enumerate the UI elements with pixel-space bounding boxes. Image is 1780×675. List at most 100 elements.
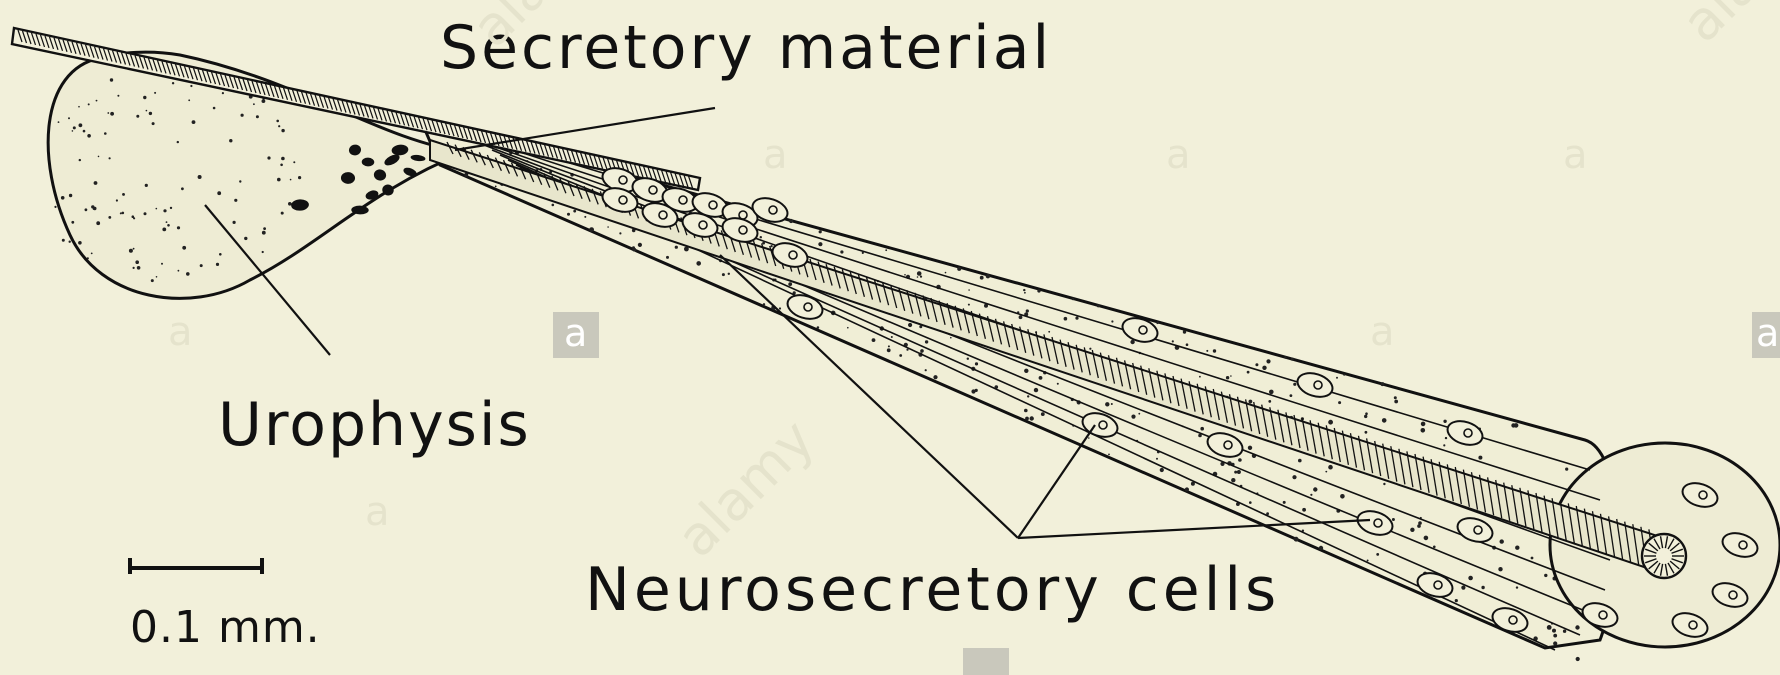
stipple-dot (789, 219, 793, 223)
stipple-dot (69, 241, 71, 243)
stipple-dot (1024, 369, 1028, 373)
stipple-dot (219, 253, 222, 256)
stipple-dot (133, 248, 135, 250)
stipple-dot (108, 216, 111, 219)
stipple-dot (1575, 625, 1579, 629)
stipple-dot (1367, 560, 1369, 562)
stipple-dot (1111, 403, 1113, 405)
stipple-dot (161, 263, 163, 265)
stipple-dot (552, 204, 555, 207)
watermark-brand-3: alamy (1670, 0, 1780, 54)
stipple-dot (968, 304, 970, 306)
watermark-letter-1: a (564, 311, 587, 355)
stipple-dot (1292, 475, 1296, 479)
stipple-dot (632, 248, 636, 252)
stipple-dot (122, 212, 125, 215)
stipple-dot (1255, 363, 1258, 366)
stipple-dot (94, 181, 98, 185)
stipple-dot (62, 239, 65, 242)
stipple-dot (1247, 371, 1250, 374)
scale-bar (130, 558, 262, 574)
stipple-dot (144, 212, 147, 215)
stipple-dot (172, 82, 174, 84)
stipple-dot (847, 327, 849, 329)
label-scale: 0.1 mm. (130, 602, 321, 653)
stipple-dot (1294, 537, 1299, 542)
stipple-dot (1172, 340, 1174, 342)
stipple-dot (1515, 546, 1519, 550)
stipple-dot (1302, 508, 1306, 512)
stipple-dot (1248, 446, 1252, 450)
stipple-dot (1057, 383, 1059, 385)
stipple-dot (91, 205, 94, 208)
stipple-dot (925, 340, 928, 343)
stipple-dot (1443, 420, 1446, 423)
stipple-dot (1131, 415, 1135, 419)
stipple-dot (1498, 567, 1502, 571)
stipple-dot (288, 202, 292, 206)
stipple-dot (1206, 350, 1208, 352)
stipple-dot (1565, 468, 1568, 471)
stipple-dot (1336, 377, 1338, 379)
stipple-dot (1269, 390, 1274, 395)
stipple-dot (1185, 487, 1189, 491)
label-neurosecretory-cells: Neurosecretory cells (585, 555, 1280, 625)
stipple-dot (818, 242, 822, 246)
stipple-dot (1394, 396, 1397, 399)
stipple-dot (78, 106, 80, 108)
stipple-dot (1283, 501, 1286, 504)
stipple-dot (116, 199, 118, 201)
stipple-dot (72, 130, 74, 132)
stipple-dot (1026, 309, 1029, 312)
stipple-dot (133, 217, 135, 219)
stipple-dot (1468, 576, 1473, 581)
stipple-dot (109, 157, 111, 159)
stipple-dot (1343, 374, 1345, 376)
stipple-dot (1183, 330, 1186, 333)
stipple-dot (1039, 376, 1043, 380)
stipple-dot (182, 246, 186, 250)
stipple-dot (73, 126, 76, 129)
watermark-faint-1: a (763, 132, 788, 178)
stipple-dot (1156, 458, 1158, 460)
watermark-faint-6: a (1370, 309, 1395, 355)
stipple-dot (1481, 586, 1484, 589)
stipple-dot (920, 349, 924, 353)
stipple-dot (281, 157, 285, 161)
stipple-dot (177, 141, 179, 143)
stipple-dot (1424, 536, 1429, 541)
stipple-dot (178, 270, 180, 272)
stipple-dot (256, 115, 259, 118)
stipple-dot (281, 129, 284, 132)
stipple-dot (151, 279, 154, 282)
stipple-dot (1338, 401, 1341, 404)
stipple-dot (152, 122, 155, 125)
stipple-dot (1365, 412, 1368, 415)
stipple-dot (117, 95, 119, 97)
stipple-dot (1226, 376, 1229, 379)
stipple-dot (276, 120, 279, 123)
stipple-dot (146, 110, 148, 112)
stipple-dot (975, 362, 978, 365)
stipple-dot (584, 216, 586, 218)
stipple-dot (200, 264, 203, 267)
stipple-dot (904, 274, 906, 276)
stipple-dot (1445, 437, 1447, 439)
stipple-dot (1461, 586, 1465, 590)
stipple-dot (957, 267, 961, 271)
stipple-dot (1381, 382, 1385, 386)
stipple-dot (1443, 444, 1445, 446)
stipple-dot (917, 276, 919, 278)
stipple-dot (920, 276, 922, 278)
stipple-dot (222, 92, 224, 94)
watermark-faint-5: a (365, 489, 390, 535)
stipple-dot (122, 193, 125, 196)
stipple-dot (137, 266, 141, 270)
stipple-dot (619, 232, 621, 234)
stipple-dot (186, 272, 190, 276)
stipple-dot (1262, 366, 1266, 370)
stipple-dot (217, 191, 221, 195)
stipple-dot (277, 178, 281, 182)
stipple-dot (280, 164, 283, 167)
